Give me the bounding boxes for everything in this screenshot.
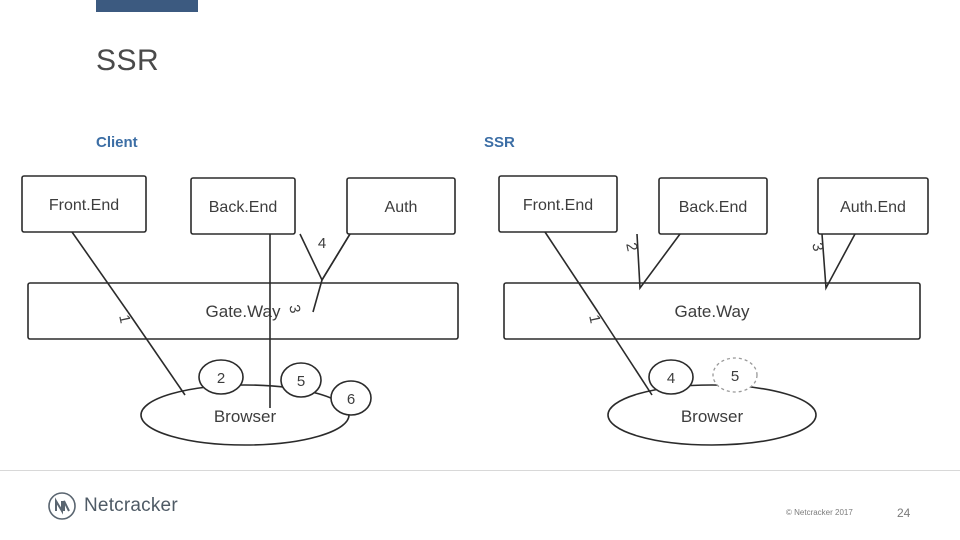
right-circle-4 <box>648 359 694 395</box>
left-circle-2 <box>198 359 244 395</box>
left-auth-box <box>346 177 456 235</box>
right-circle-number-5: 5 <box>731 368 739 385</box>
footer-divider <box>0 470 960 471</box>
left-edge-frontend-gateway <box>71 231 129 313</box>
left-edge-gateway-browser <box>127 311 186 396</box>
right-edge-backend-gateway <box>636 233 681 291</box>
right-backend-box <box>658 177 768 235</box>
right-gateway-box <box>503 282 921 340</box>
copyright-text: © Netcracker 2017 <box>786 508 853 517</box>
left-edge-number-3: 3 <box>285 303 303 315</box>
brand-name: Netcracker <box>84 495 178 516</box>
left-browser-label: Browser <box>214 407 277 426</box>
left-circle-number-2: 2 <box>217 370 225 387</box>
right-browser-label: Browser <box>681 407 744 426</box>
right-authend-box <box>817 177 929 235</box>
right-edge-number-2: 2 <box>622 241 640 253</box>
left-circle-6 <box>330 380 372 416</box>
right-gateway-label: Gate.Way <box>675 302 750 321</box>
architecture-diagram: Front.End Back.End Auth Gate.Way Browser… <box>0 160 960 460</box>
right-backend-label: Back.End <box>679 199 747 216</box>
right-browser-ellipse <box>607 384 817 446</box>
left-auth-label: Auth <box>385 199 418 216</box>
left-frontend-box <box>21 175 147 233</box>
left-edge-number-4: 4 <box>318 235 326 252</box>
right-frontend-box <box>498 175 618 233</box>
left-edge-number-1: 1 <box>115 313 133 325</box>
page-title: SSR <box>96 44 160 77</box>
accent-bar <box>96 0 198 12</box>
right-edge-frontend-gateway <box>544 231 599 313</box>
left-circle-number-5: 5 <box>297 373 305 390</box>
page-number: 24 <box>897 506 911 520</box>
right-edge-number-3: 3 <box>808 241 826 253</box>
column-label-ssr: SSR <box>484 134 515 151</box>
right-authend-label: Auth.End <box>840 199 906 216</box>
column-label-client: Client <box>96 134 138 151</box>
left-backend-label: Back.End <box>209 199 277 216</box>
right-circle-5-dashed <box>712 357 758 393</box>
left-circle-5 <box>280 362 322 398</box>
left-gateway-label: Gate.Way <box>206 302 281 321</box>
right-frontend-label: Front.End <box>523 197 593 214</box>
left-backend-box <box>190 177 296 235</box>
right-edge-gateway-browser <box>597 311 653 396</box>
netcracker-logo-icon <box>48 492 76 520</box>
right-edge-authend-gateway <box>821 233 856 291</box>
right-edge-number-1: 1 <box>585 313 603 325</box>
left-gateway-box <box>27 282 459 340</box>
left-edge-auth-gateway <box>312 233 351 313</box>
right-circle-number-4: 4 <box>667 370 675 387</box>
brand-logo: Netcracker <box>48 492 178 520</box>
left-frontend-label: Front.End <box>49 197 119 214</box>
left-circle-number-6: 6 <box>347 391 355 408</box>
